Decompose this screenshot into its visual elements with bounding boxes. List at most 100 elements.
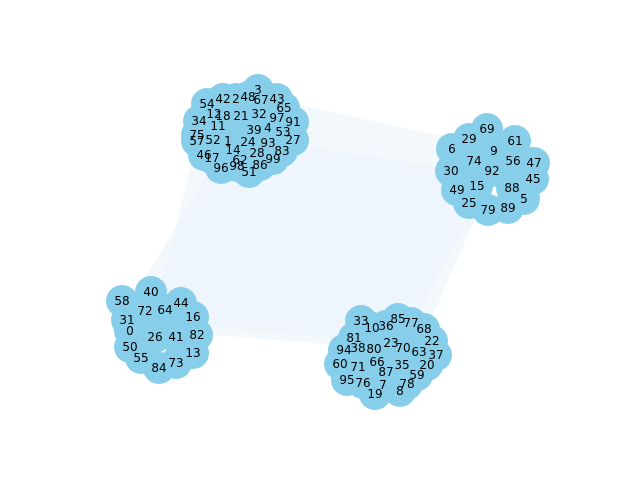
edge-band-1	[120, 95, 505, 345]
node-72-label: 72	[137, 304, 152, 318]
node-24-label: 24	[240, 135, 255, 149]
node-41-label: 41	[168, 330, 183, 344]
node-20-label: 20	[419, 358, 434, 372]
node-0-label: 0	[126, 324, 134, 338]
node-30-label: 30	[443, 164, 458, 178]
node-29-label: 29	[461, 132, 476, 146]
node-73-label: 73	[168, 356, 183, 370]
node-85-label: 85	[390, 312, 405, 326]
node-44-label: 44	[173, 296, 188, 310]
node-26-label: 26	[147, 330, 162, 344]
node-37-label: 37	[428, 348, 443, 362]
node-18-label: 18	[215, 109, 230, 123]
node-54-label: 54	[199, 97, 214, 111]
node-87-label: 87	[378, 365, 393, 379]
node-2-label: 2	[232, 92, 240, 106]
node-78-label: 78	[399, 377, 414, 391]
node-68-label: 68	[416, 322, 431, 336]
node-8-circle	[384, 375, 416, 407]
node-51-label: 51	[241, 165, 256, 179]
node-25-label: 25	[461, 196, 476, 210]
node-1-label: 1	[224, 134, 232, 148]
node-13-label: 13	[185, 346, 200, 360]
edge-layer	[120, 95, 505, 350]
node-89-circle	[492, 192, 524, 224]
node-27-label: 27	[285, 133, 300, 147]
node-62-label: 62	[232, 153, 247, 167]
node-42-label: 42	[215, 92, 230, 106]
node-69-label: 69	[479, 122, 494, 136]
node-28-label: 28	[249, 146, 264, 160]
node-91-label: 91	[285, 115, 300, 129]
node-61-label: 61	[507, 134, 522, 148]
node-6-label: 6	[448, 142, 456, 156]
node-5-label: 5	[520, 192, 528, 206]
node-64-circle	[149, 294, 181, 326]
node-23-label: 23	[383, 336, 398, 350]
node-16-label: 16	[185, 310, 200, 324]
node-15-label: 15	[469, 179, 484, 193]
node-64-label: 64	[157, 303, 172, 317]
node-8-label: 8	[396, 384, 404, 398]
node-43-label: 43	[269, 92, 284, 106]
node-19-circle	[359, 378, 391, 410]
node-58-label: 58	[114, 294, 129, 308]
cluster-top-left: 3544224867436512182032979134113945327755…	[181, 74, 443, 381]
node-49-label: 49	[449, 183, 464, 197]
node-39-label: 39	[246, 123, 261, 137]
node-12-label: 12	[206, 107, 221, 121]
node-67-label: 67	[253, 93, 268, 107]
node-10-label: 10	[364, 321, 379, 335]
node-60-label: 60	[332, 357, 347, 371]
node-77-label: 77	[403, 316, 418, 330]
node-57-label: 57	[189, 134, 204, 148]
node-76-label: 76	[355, 376, 370, 390]
node-98-label: 98	[229, 159, 244, 173]
node-32-label: 32	[251, 107, 266, 121]
node-33-label: 33	[353, 314, 368, 328]
node-19-label: 19	[367, 387, 382, 401]
node-88-label: 88	[504, 181, 519, 195]
node-17-label: 17	[204, 151, 219, 165]
node-11-label: 11	[210, 119, 225, 133]
node-34-label: 34	[191, 114, 206, 128]
node-50-label: 50	[122, 340, 137, 354]
node-9-label: 9	[490, 144, 498, 158]
node-21-label: 21	[233, 109, 248, 123]
node-82-label: 82	[189, 328, 204, 342]
node-46-label: 46	[196, 148, 211, 162]
node-52-label: 52	[205, 133, 220, 147]
node-7-label: 7	[379, 378, 387, 392]
node-3-label: 3	[254, 83, 262, 97]
node-95-label: 95	[339, 373, 354, 387]
node-56-label: 56	[505, 154, 520, 168]
node-45-label: 45	[525, 172, 540, 186]
node-38-label: 38	[350, 341, 365, 355]
node-89-label: 89	[500, 201, 515, 215]
node-66-label: 66	[369, 355, 384, 369]
node-71-label: 71	[350, 360, 365, 374]
node-36-label: 36	[378, 319, 393, 333]
node-74-label: 74	[466, 154, 481, 168]
node-75-label: 75	[189, 128, 204, 142]
node-40-label: 40	[143, 285, 158, 299]
node-70-label: 70	[395, 341, 410, 355]
node-14-label: 14	[225, 143, 240, 157]
node-93-label: 93	[260, 136, 275, 150]
node-97-label: 97	[269, 111, 284, 125]
node-47-label: 47	[526, 156, 541, 170]
node-63-label: 63	[411, 345, 426, 359]
node-21-circle	[225, 100, 257, 132]
node-4-label: 4	[264, 121, 272, 135]
node-84-label: 84	[151, 361, 166, 375]
node-59-label: 59	[409, 368, 424, 382]
node-35-label: 35	[394, 358, 409, 372]
node-94-label: 94	[336, 343, 351, 357]
node-73-circle	[160, 347, 192, 379]
node-22-label: 22	[424, 334, 439, 348]
node-99-label: 99	[265, 152, 280, 166]
